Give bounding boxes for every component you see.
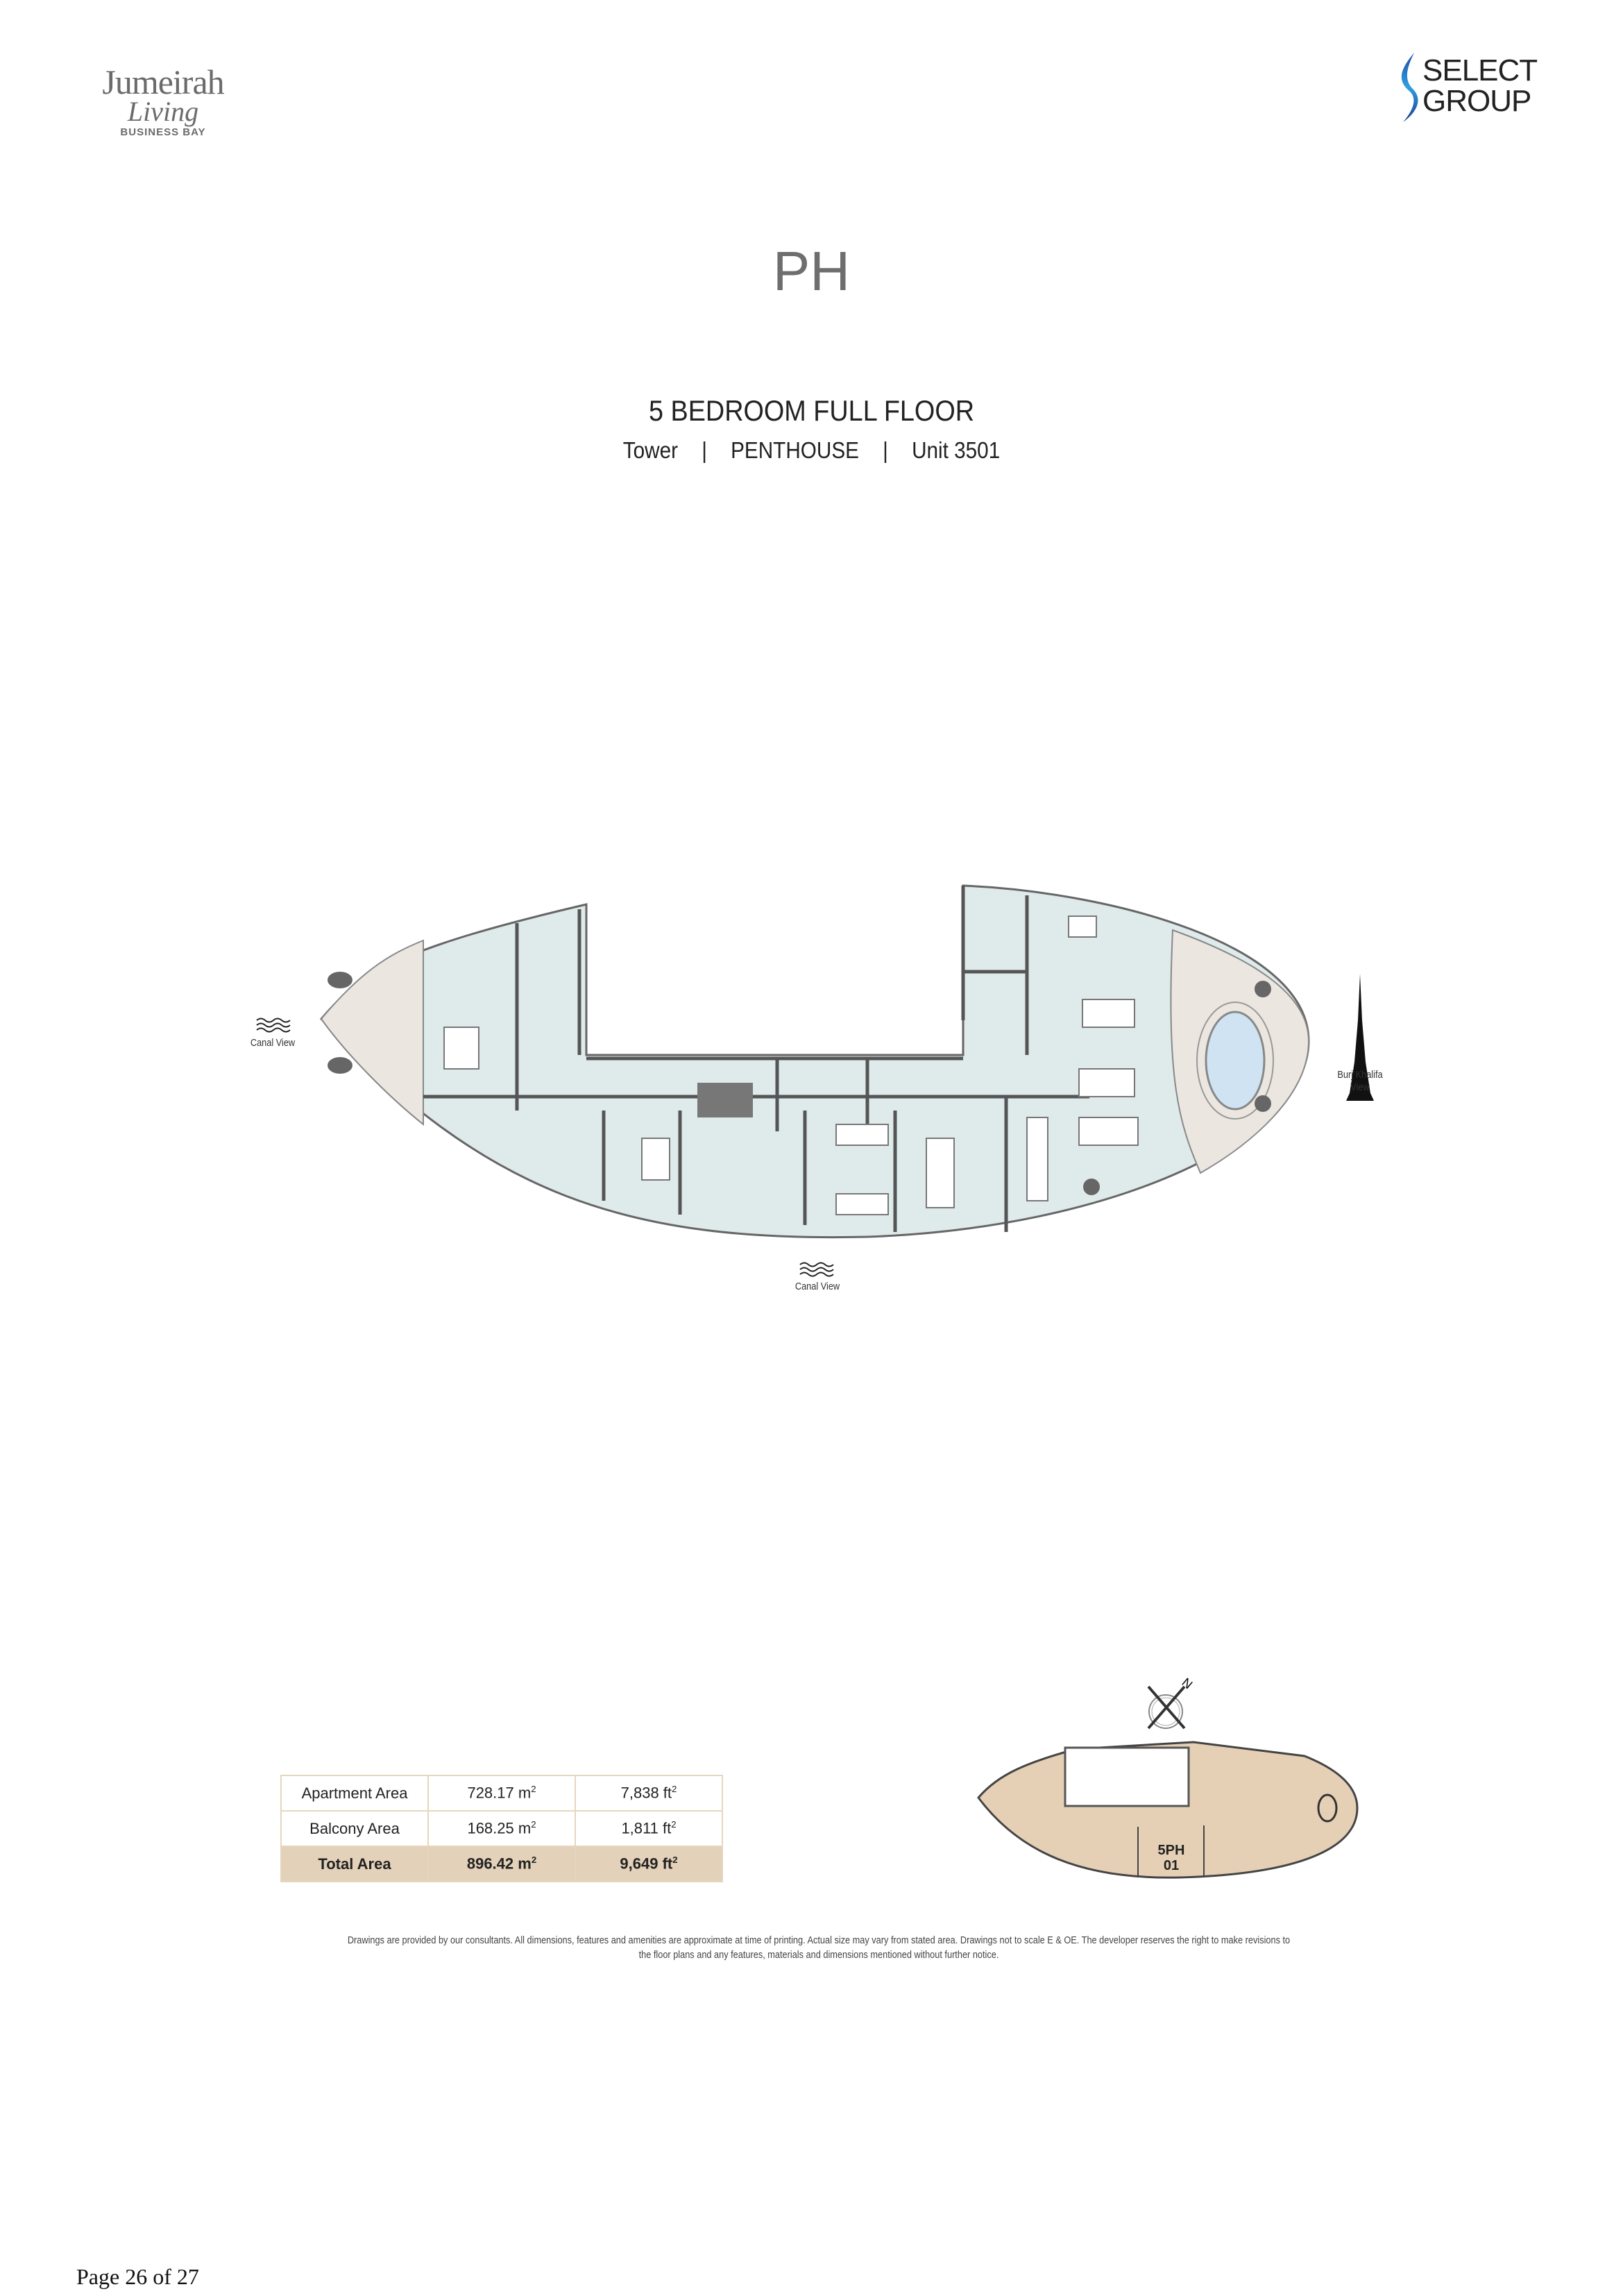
svg-text:5PH: 5PH xyxy=(1158,1843,1185,1858)
unit-building: Tower xyxy=(622,437,678,463)
row-sqft: 7,838 ft2 xyxy=(575,1775,723,1812)
unit-number: Unit 3501 xyxy=(912,437,1001,463)
area-table: Apartment Area 728.17 m2 7,838 ft2 Balco… xyxy=(280,1775,723,1882)
compass-icon: N xyxy=(1147,1675,1195,1730)
row-sqm: 728.17 m2 xyxy=(427,1775,576,1812)
disclaimer: Drawings are provided by our consultants… xyxy=(347,1934,1291,1961)
row-sqm: 168.25 m2 xyxy=(427,1810,576,1847)
view-label-bottom: Canal View xyxy=(794,1281,840,1292)
flame-icon xyxy=(1401,53,1418,122)
row-label: Balcony Area xyxy=(280,1810,429,1847)
separator: | xyxy=(883,437,888,463)
view-label-left: Canal View xyxy=(250,1037,296,1049)
logo-group: GROUP xyxy=(1422,84,1531,118)
floor-plan-drawing xyxy=(319,884,1310,1239)
logo-select: SELECT xyxy=(1422,53,1538,87)
view-label-right: Burj Khalifa View xyxy=(1331,1069,1390,1094)
logo-line1: Jumeirah xyxy=(102,62,224,101)
table-row-total: Total Area 896.42 m2 9,649 ft2 xyxy=(280,1846,723,1882)
row-sqm: 896.42 m2 xyxy=(427,1846,576,1882)
page-number: Page 26 of 27 xyxy=(76,2264,199,2289)
table-row: Apartment Area 728.17 m2 7,838 ft2 xyxy=(280,1775,723,1812)
row-sqft: 1,811 ft2 xyxy=(575,1810,723,1847)
unit-type: 5 BEDROOM FULL FLOOR xyxy=(648,394,975,427)
view-right-line1: Burj Khalifa xyxy=(1337,1069,1383,1081)
table-row: Balcony Area 168.25 m2 1,811 ft2 xyxy=(280,1810,723,1847)
jumeirah-living-logo: Jumeirah Living BUSINESS BAY xyxy=(90,64,236,144)
row-label: Total Area xyxy=(280,1846,429,1882)
water-icon xyxy=(256,1018,291,1033)
unit-subtitle: Tower | PENTHOUSE | Unit 3501 xyxy=(81,437,1542,464)
page-title: PH xyxy=(772,240,851,302)
burj-khalifa-icon xyxy=(1346,974,1374,1101)
separator: | xyxy=(702,437,707,463)
svg-text:01: 01 xyxy=(1164,1858,1179,1873)
water-icon xyxy=(799,1262,834,1277)
logo-line3: BUSINESS BAY xyxy=(120,126,206,138)
logo-line2: Living xyxy=(127,96,199,127)
row-sqft: 9,649 ft2 xyxy=(575,1846,723,1882)
key-plan: 5PH 01 xyxy=(977,1741,1359,1879)
row-label: Apartment Area xyxy=(280,1775,429,1812)
unit-category: PENTHOUSE xyxy=(731,437,859,463)
view-right-line2: View xyxy=(1350,1081,1370,1093)
